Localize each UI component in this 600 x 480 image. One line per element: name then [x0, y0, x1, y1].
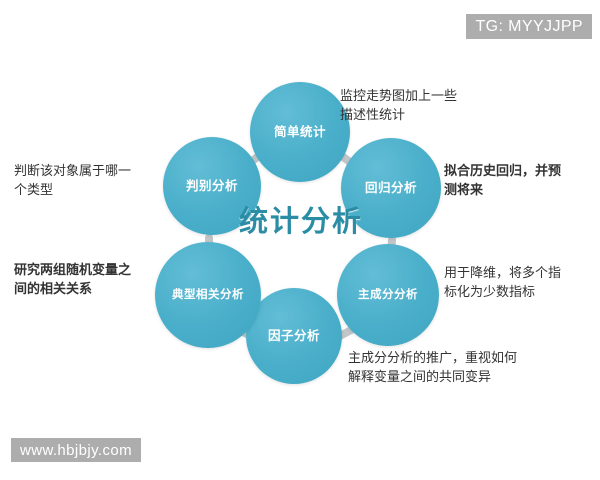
node-label: 主成分分析: [358, 287, 418, 302]
node-label: 简单统计: [273, 123, 326, 139]
statistical-analysis-hub-diagram: 简单统计 回归分析 主成分分析 因子分析 典型相关分析 判别分析 统计分析: [155, 82, 445, 384]
annotation-discriminant-analysis: 判断该对象属于哪一 个类型: [14, 164, 132, 198]
node-label: 因子分析: [267, 327, 320, 343]
site-watermark: www.hbjbjy.com: [11, 438, 142, 462]
diagram-center-title: 统计分析: [238, 204, 363, 238]
annotation-canonical-correlation: 研究两组随机变量之 间的相关关系: [14, 263, 132, 297]
annotation-principal-component: 用于降维，将多个指 标化为少数指标: [444, 266, 562, 300]
annotation-regression-analysis: 拟合历史回归，并预 测将来: [444, 164, 562, 198]
node-label: 回归分析: [364, 179, 417, 195]
node-canonical-correlation-analysis[interactable]: 典型相关分析: [155, 242, 261, 348]
node-principal-component-analysis[interactable]: 主成分分析: [337, 244, 439, 346]
annotation-simple-statistics: 监控走势图加上一些 描述性统计: [340, 89, 458, 123]
annotation-factor-analysis: 主成分分析的推广，重视如何 解释变量之间的共同变异: [348, 351, 518, 385]
node-label: 典型相关分析: [172, 287, 244, 302]
node-label: 判别分析: [185, 177, 238, 193]
telegram-watermark: TG: MYYJJPP: [466, 14, 592, 39]
node-simple-statistics[interactable]: 简单统计: [250, 82, 350, 182]
